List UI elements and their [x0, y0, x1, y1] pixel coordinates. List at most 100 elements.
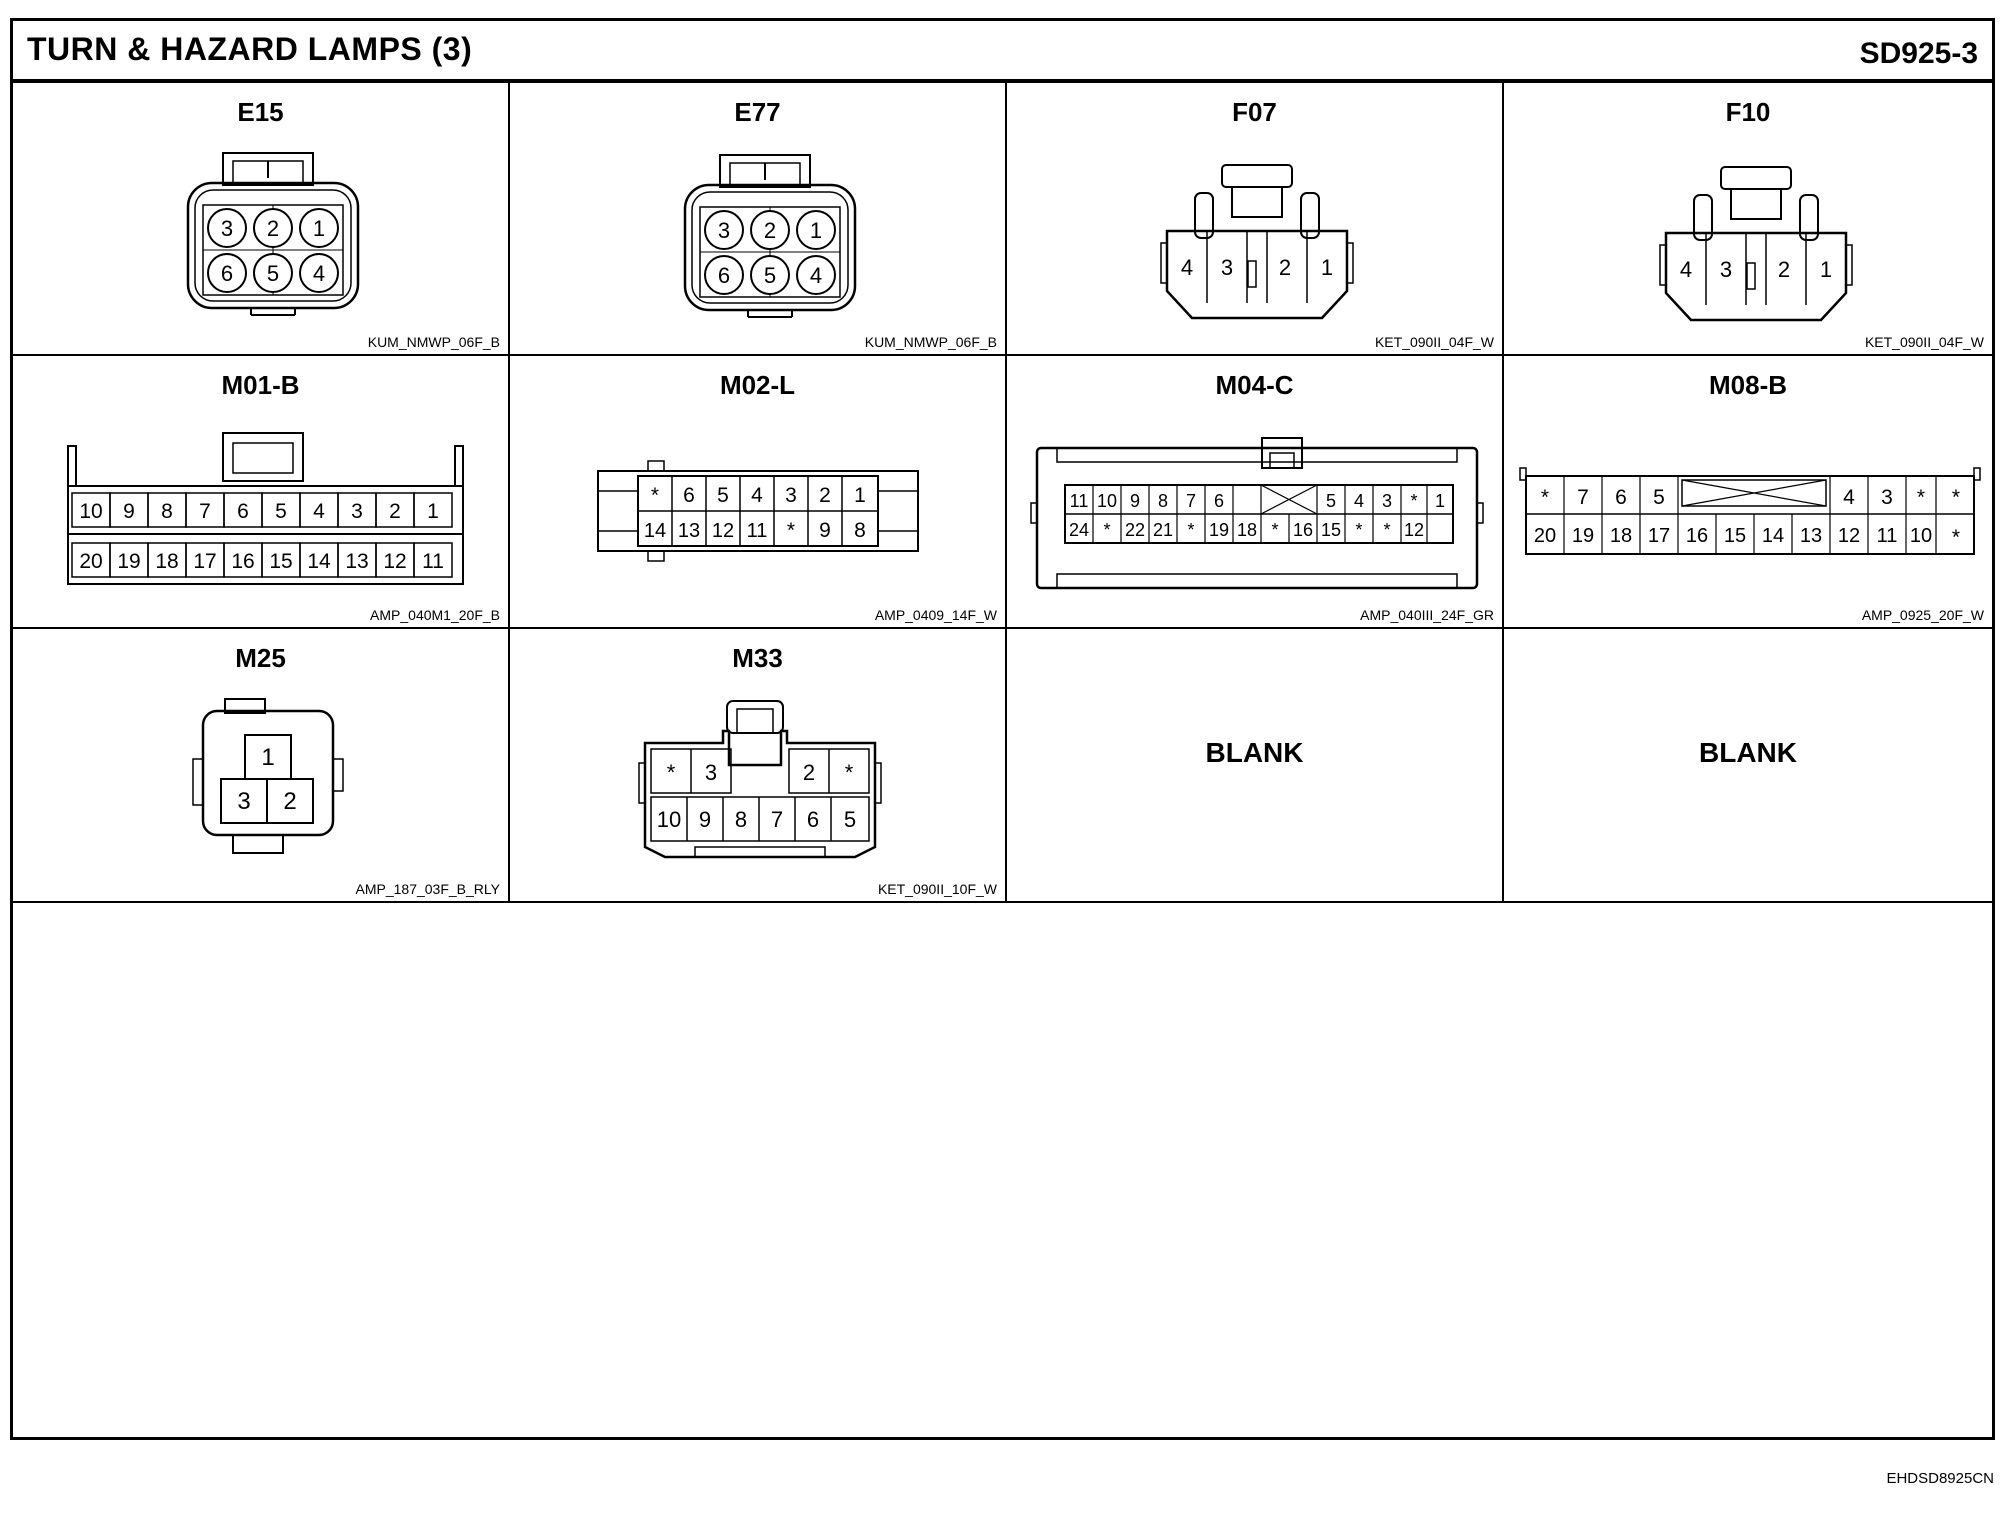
- pin-label: 10: [657, 807, 681, 832]
- pin-label: 2: [267, 216, 279, 241]
- pin-label: 4: [313, 500, 325, 523]
- connector-name: M04-C: [1215, 370, 1294, 400]
- connector-cell-m01-b: M01-B: [13, 356, 510, 629]
- connector-code: AMP_0409_14F_W: [874, 607, 997, 623]
- connector-cell-m25: M25 1 3 2 AMP_187_03F_B_RLY: [13, 629, 510, 903]
- pin-label: 4: [1354, 491, 1364, 511]
- pin-label: 1: [261, 744, 274, 771]
- pin-label: 6: [1214, 491, 1224, 511]
- connector-name: M25: [235, 643, 286, 673]
- connector-cell-e77: E77 3 2: [510, 83, 1007, 356]
- pin-label: 18: [1610, 525, 1632, 547]
- pin-label: 5: [764, 263, 776, 288]
- pin-label: 15: [1321, 520, 1341, 540]
- pin-label: 2: [1778, 257, 1790, 282]
- connector-code: AMP_040III_24F_GR: [1360, 607, 1494, 623]
- pin-label: 14: [1762, 525, 1784, 547]
- pin-label: 19: [117, 550, 140, 573]
- pin-label: 7: [771, 807, 783, 832]
- pin-label: 1: [854, 484, 866, 507]
- connector-code: AMP_187_03F_B_RLY: [355, 881, 501, 897]
- pin-label: 24: [1069, 520, 1089, 540]
- blank-cell-1: BLANK: [1007, 629, 1504, 903]
- pin-label: 11: [1877, 525, 1898, 547]
- pin-label: 15: [1724, 525, 1746, 547]
- pin-label: 3: [237, 788, 250, 815]
- pin-label: 20: [79, 550, 102, 573]
- connector-code: KUM_NMWP_06F_B: [864, 334, 997, 350]
- connector-code: KET_090II_04F_W: [1374, 334, 1494, 350]
- connector-name: M01-B: [221, 370, 300, 400]
- pin-label: 13: [1800, 525, 1822, 547]
- pin-label: 9: [123, 500, 135, 523]
- pin-label: *: [1187, 520, 1194, 540]
- connector-code: KUM_NMWP_06F_B: [367, 334, 500, 350]
- pin-label: 2: [819, 484, 831, 507]
- pin-label: *: [1383, 520, 1390, 540]
- pin-label: 5: [275, 500, 287, 523]
- connector-face-m25: 1 3 2: [192, 698, 344, 854]
- connector-name: M33: [732, 643, 783, 673]
- pin-label: 3: [705, 760, 717, 785]
- connector-face-e15: 3 2 1 6 5 4: [186, 152, 360, 316]
- pin-label: 4: [810, 263, 822, 288]
- pin-label: 6: [1615, 486, 1627, 509]
- pin-label: 5: [267, 261, 279, 286]
- connector-cell-m04-c: M04-C: [1007, 356, 1504, 629]
- m01b-row1: [71, 492, 453, 528]
- pin-label: 1: [810, 218, 822, 243]
- blank-label: BLANK: [1699, 737, 1797, 768]
- pin-label: 15: [269, 550, 292, 573]
- pin-label: 17: [1648, 525, 1670, 547]
- pin-label: 9: [1130, 491, 1140, 511]
- pin-label: 8: [1158, 491, 1168, 511]
- connector-face-e77: 3 2 1 6 5 4: [683, 154, 857, 318]
- pin-label: *: [1355, 520, 1362, 540]
- pin-label: 13: [678, 520, 700, 542]
- pin-label: 1: [1435, 491, 1445, 511]
- pin-label: 22: [1125, 520, 1145, 540]
- pin-label: 21: [1153, 520, 1173, 540]
- connector-face-m02-l: * 6 5 4 3 2 1 14 13 12 11 * 9 8: [597, 460, 919, 562]
- connector-name: F07: [1232, 97, 1277, 127]
- pin-label: 4: [1181, 255, 1193, 280]
- pin-label: 10: [79, 500, 102, 523]
- pin-label: 9: [819, 519, 831, 542]
- pin-label: 2: [1279, 255, 1291, 280]
- connector-face-f07: 4 3 2 1: [1160, 164, 1354, 320]
- pin-label: 3: [1221, 255, 1233, 280]
- pin-label: 17: [193, 550, 216, 573]
- pin-label: 2: [389, 500, 401, 523]
- connector-name: E15: [237, 97, 284, 127]
- pin-label: 6: [237, 500, 249, 523]
- pin-label: 2: [803, 760, 815, 785]
- connector-face-f10: 4 3 2 1: [1659, 166, 1853, 322]
- blank-cell-2: BLANK: [1504, 629, 1992, 903]
- pin-label: 12: [712, 520, 734, 542]
- connector-code: AMP_040M1_20F_B: [370, 607, 500, 623]
- pin-label: 6: [221, 261, 233, 286]
- pin-label: 13: [345, 550, 368, 573]
- connector-name: M08-B: [1708, 370, 1787, 400]
- pin-label: 1: [313, 216, 325, 241]
- pin-label: *: [651, 484, 659, 507]
- pin-label: 3: [221, 216, 233, 241]
- connector-face-m01-b: 10 9 8 7 6 5 4 3 2 1 20 19 18 17 16 15 1…: [67, 432, 464, 585]
- pin-label: 8: [854, 519, 866, 542]
- pin-label: 9: [699, 807, 711, 832]
- pin-label: *: [667, 760, 676, 785]
- pin-label: 14: [307, 550, 331, 573]
- pin-label: 3: [1720, 257, 1732, 282]
- connector-cell-m08-b: M08-B * 7: [1504, 356, 1992, 629]
- pin-label: 4: [313, 261, 325, 286]
- pin-label: 4: [1680, 257, 1692, 282]
- pin-label: 14: [644, 520, 666, 542]
- pin-label: 18: [155, 550, 178, 573]
- connector-face-m33: * 3 2 * 10 9 8 7 6 5: [638, 700, 882, 859]
- m01b-row2: [71, 542, 453, 578]
- pin-label: 12: [1404, 520, 1424, 540]
- pin-label: *: [845, 760, 854, 785]
- pin-label: 16: [231, 550, 254, 573]
- pin-label: 8: [735, 807, 747, 832]
- pin-label: 5: [844, 807, 856, 832]
